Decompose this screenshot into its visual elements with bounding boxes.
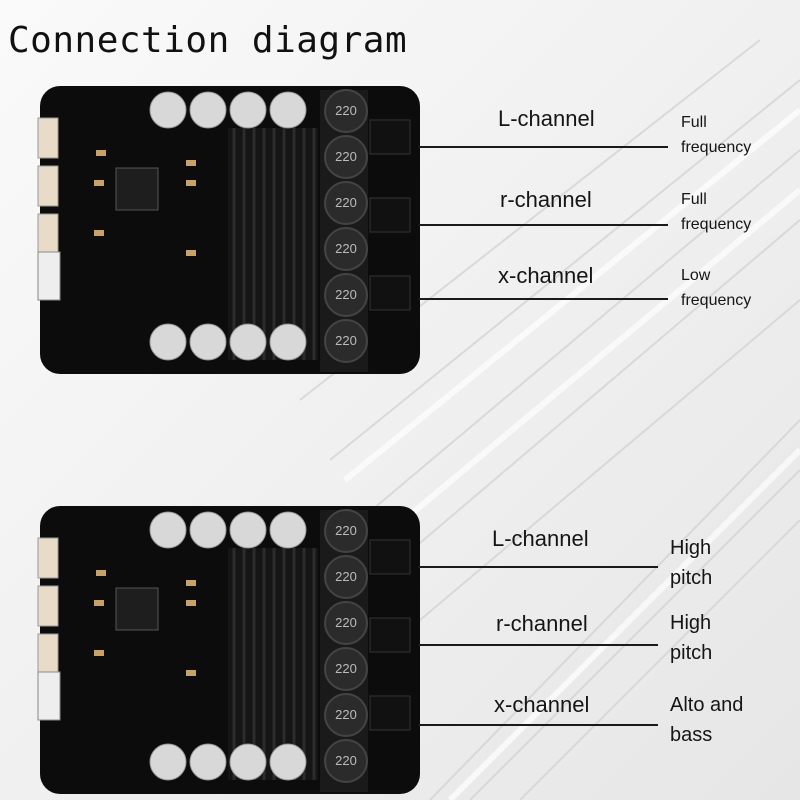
lead-line [418,724,658,726]
inductor-label: 220 [324,555,368,599]
description-line-1: Full [681,191,707,208]
channel-description: Full frequency [681,187,751,237]
pcb-illustration [37,506,420,794]
inductor-label: 220 [324,135,368,179]
pcb-illustration [37,86,420,374]
description-line-2: frequency [681,139,752,156]
description-line-1: Low [681,267,711,284]
channel-description: High pitch [670,608,712,668]
inductor-label: 220 [324,509,368,553]
description-line-2: pitch [670,567,713,589]
channel-label: x-channel [498,263,594,288]
lead-line [418,298,668,300]
channel-description: Full frequency [681,110,751,160]
inductor-label: 220 [324,601,368,645]
channel-label: L-channel [492,526,589,551]
description-line-2: frequency [681,216,752,233]
channel-label: x-channel [494,692,590,717]
lead-line [418,644,658,646]
channel-label: L-channel [498,106,595,131]
channel-description: High pitch [670,533,712,593]
amplifier-board-top [36,80,426,380]
lead-line [418,566,658,568]
inductor-label: 220 [324,227,368,271]
inductor-label: 220 [324,273,368,317]
inductor-label: 220 [324,89,368,133]
lead-line [418,224,668,226]
channel-description: Alto and bass [670,690,743,750]
inductor-label: 220 [324,319,368,363]
description-line-1: High [670,537,712,559]
description-line-1: Full [681,114,707,131]
channel-label: r-channel [500,187,592,212]
lead-line [418,146,668,148]
amplifier-board-bottom [36,500,426,800]
diagram-title: Connection diagram [8,20,408,61]
inductor-label: 220 [324,647,368,691]
description-line-1: High [670,612,712,634]
inductor-label: 220 [324,739,368,783]
inductor-label: 220 [324,693,368,737]
channel-description: Low frequency [681,263,751,313]
description-line-2: pitch [670,642,713,664]
channel-label: r-channel [496,611,588,636]
inductor-label: 220 [324,181,368,225]
description-line-2: bass [670,724,713,746]
description-line-2: frequency [681,292,752,309]
description-line-1: Alto and [670,694,744,716]
